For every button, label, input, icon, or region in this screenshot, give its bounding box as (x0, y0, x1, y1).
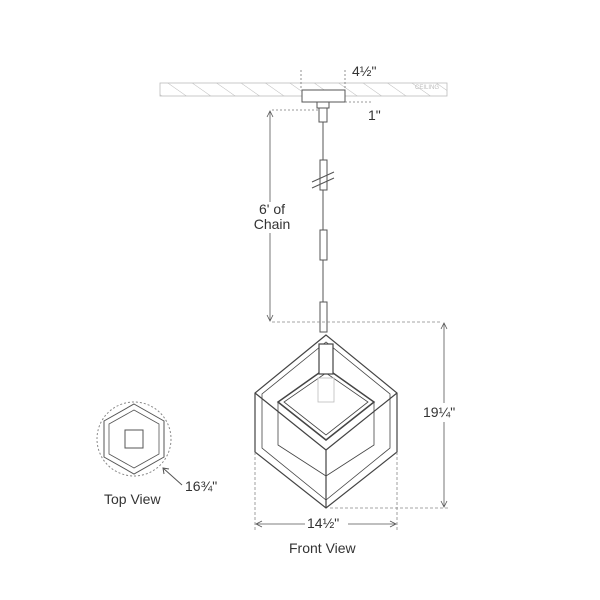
ceiling-label: CEILING (415, 85, 440, 91)
chain-length-line1: 6' of (258, 201, 286, 217)
chain-dimension (266, 110, 440, 323)
width-dimension (254, 452, 398, 530)
front-view-lantern (254, 334, 398, 509)
fixture-height-label: 19¼" (423, 403, 456, 423)
fixture-width-label: 14½" (307, 515, 340, 531)
chain (311, 122, 335, 333)
chain-length-line2: Chain (253, 216, 291, 233)
chain-length-label: 6' of Chain (252, 201, 292, 233)
top-view-lantern (96, 401, 183, 486)
canopy-dimension-lines (272, 70, 372, 111)
canopy-width-label: 4½" (352, 63, 377, 79)
canopy-height-label: 1" (368, 107, 381, 123)
top-view-label: Top View (104, 491, 161, 507)
front-view-label: Front View (289, 540, 356, 556)
top-view-diameter-label: 16¾" (185, 478, 218, 494)
canopy (301, 89, 346, 123)
